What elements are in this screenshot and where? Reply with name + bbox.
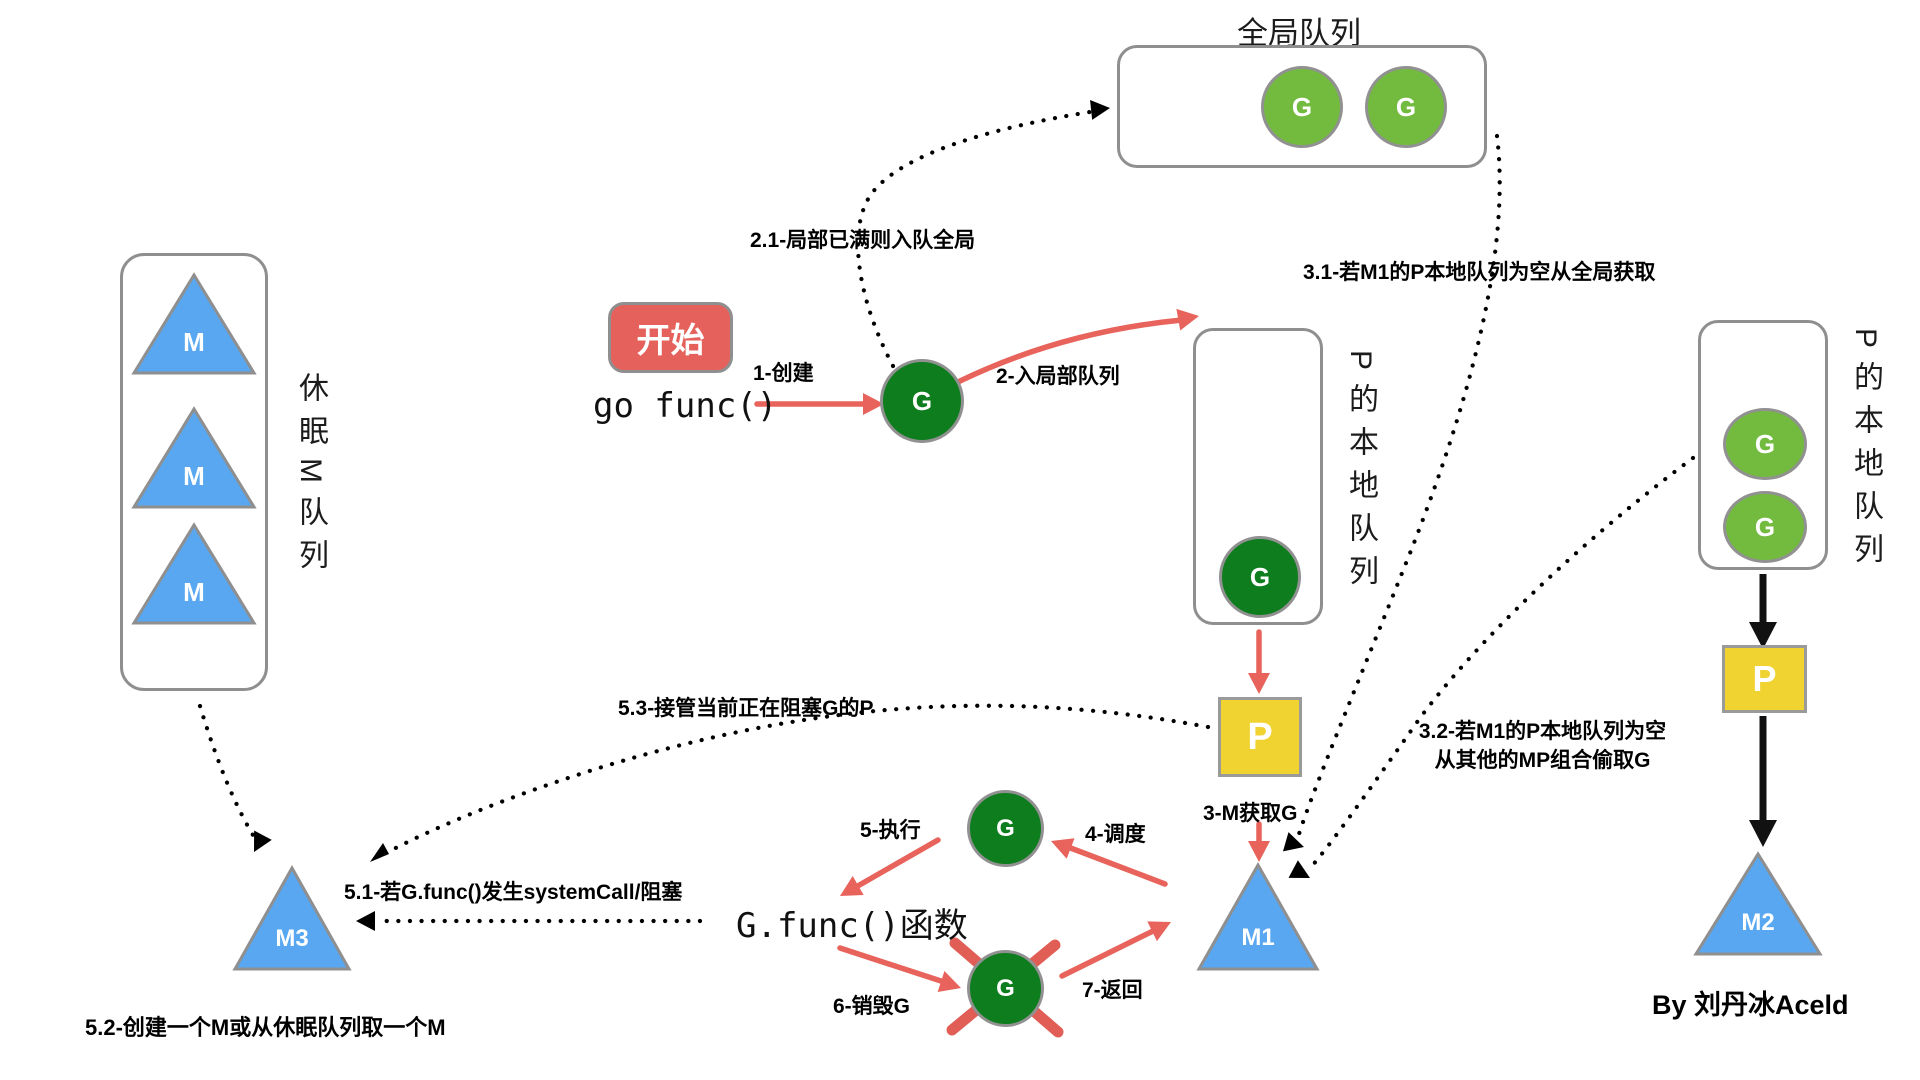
- dotted-line-globalqueue-to-m1: [1296, 133, 1502, 837]
- machine-m3: M3: [232, 864, 352, 977]
- goroutine-local-m1: G: [1219, 536, 1301, 618]
- sleep-machine-1-label: M: [183, 327, 205, 357]
- step7-label: 7-返回: [1082, 979, 1143, 1002]
- red-arrow-schedule: [1065, 844, 1168, 887]
- dotted-line-newg-to-globalqueue: [855, 109, 1093, 369]
- machine-m1: M1: [1196, 861, 1320, 977]
- step5-label: 5-执行: [860, 819, 921, 842]
- arrowhead-p-to-m1: [1248, 841, 1270, 862]
- arrowhead-create: [863, 393, 884, 415]
- arrowhead-p-to-m2: [1749, 820, 1777, 847]
- sleep-machine-3: M: [130, 522, 258, 631]
- arrowhead-p-to-m3: [370, 843, 389, 862]
- arrowhead-otherqueue-to-m1: [1288, 860, 1310, 878]
- step2-label: 2-入局部队列: [996, 365, 1120, 388]
- dotted-line-sleepqueue-to-m3: [197, 703, 259, 843]
- step3-2-label: 3.2-若M1的P本地队列为空 从其他的MP组合偷取G: [1390, 717, 1695, 775]
- goroutine-local-m2-1: G: [1723, 408, 1807, 480]
- local-queue-m2-label: P的本地队列: [1849, 328, 1882, 577]
- step3-label: 3-M获取G: [1203, 802, 1298, 825]
- goroutine-destroyed: G: [967, 950, 1044, 1027]
- step6-label: 6-销毁G: [833, 995, 911, 1018]
- go-func-code: go func(): [593, 386, 778, 426]
- step3-2-line1: 3.2-若M1的P本地队列为空: [1418, 720, 1667, 743]
- arrowhead-queue-to-p: [1248, 673, 1270, 694]
- step4-label: 4-调度: [1085, 823, 1146, 846]
- step5-3-label: 5.3-接管当前正在阻塞G的P: [618, 697, 874, 720]
- red-arrow-enqueue-local: [955, 317, 1185, 385]
- goroutine-local-m2-2: G: [1723, 491, 1807, 563]
- sleep-machine-3-label: M: [183, 577, 205, 607]
- local-queue-m1-label: P的本地队列: [1344, 350, 1377, 599]
- gfunc-suffix: 函数: [899, 906, 968, 946]
- step3-1-label: 3.1-若M1的P本地队列为空从全局获取: [1303, 261, 1656, 284]
- red-arrow-return: [1059, 927, 1158, 979]
- arrowhead-newg-to-globalqueue: [1090, 100, 1110, 120]
- step5-2-label: 5.2-创建一个M或从休眠队列取一个M: [85, 1015, 446, 1040]
- arrowhead-globalqueue-to-m1: [1282, 832, 1304, 852]
- arrowhead-schedule: [1051, 838, 1075, 859]
- red-arrow-destroy: [837, 945, 947, 985]
- dotted-line-otherqueue-to-m1: [1309, 455, 1696, 869]
- processor-m1: P: [1218, 697, 1302, 777]
- sleep-machine-2: M: [130, 406, 258, 515]
- red-arrow-execute: [853, 837, 941, 890]
- machine-m1-label: M1: [1241, 924, 1275, 951]
- arrowhead-queue2-to-p: [1749, 622, 1777, 649]
- machine-m2: M2: [1693, 851, 1823, 962]
- gfunc-code: G.func(): [736, 906, 900, 946]
- arrowhead-execute: [840, 875, 864, 896]
- arrowhead-enqueue-local: [1176, 308, 1199, 331]
- step5-1-label: 5.1-若G.func()发生systemCall/阻塞: [344, 881, 683, 904]
- arrowhead-sleepqueue-to-m3: [254, 830, 272, 852]
- step2-1-label: 2.1-局部已满则入队全局: [750, 229, 976, 252]
- processor-m2: P: [1722, 645, 1807, 713]
- start-node: 开始: [608, 302, 733, 373]
- sleep-machine-2-label: M: [183, 461, 205, 491]
- machine-m2-label: M2: [1741, 909, 1775, 936]
- credit-byline: By 刘丹冰Aceld: [1652, 990, 1849, 1020]
- arrowhead-return: [1147, 921, 1171, 942]
- goroutine-global-1: G: [1261, 66, 1343, 148]
- goroutine-new: G: [880, 359, 964, 443]
- sleep-queue-label: 休眠M队列: [294, 372, 327, 582]
- step3-2-line2: 从其他的MP组合偷取G: [1434, 749, 1651, 772]
- gfunc-node: G.func()函数: [736, 898, 968, 947]
- arrowhead-gfunc-to-m3: [356, 911, 375, 931]
- step1-label: 1-创建: [753, 362, 814, 385]
- arrowhead-destroy: [937, 971, 961, 992]
- machine-m3-label: M3: [275, 925, 309, 952]
- sleep-machine-1: M: [130, 272, 258, 381]
- goroutine-running: G: [967, 790, 1044, 867]
- goroutine-global-2: G: [1365, 66, 1447, 148]
